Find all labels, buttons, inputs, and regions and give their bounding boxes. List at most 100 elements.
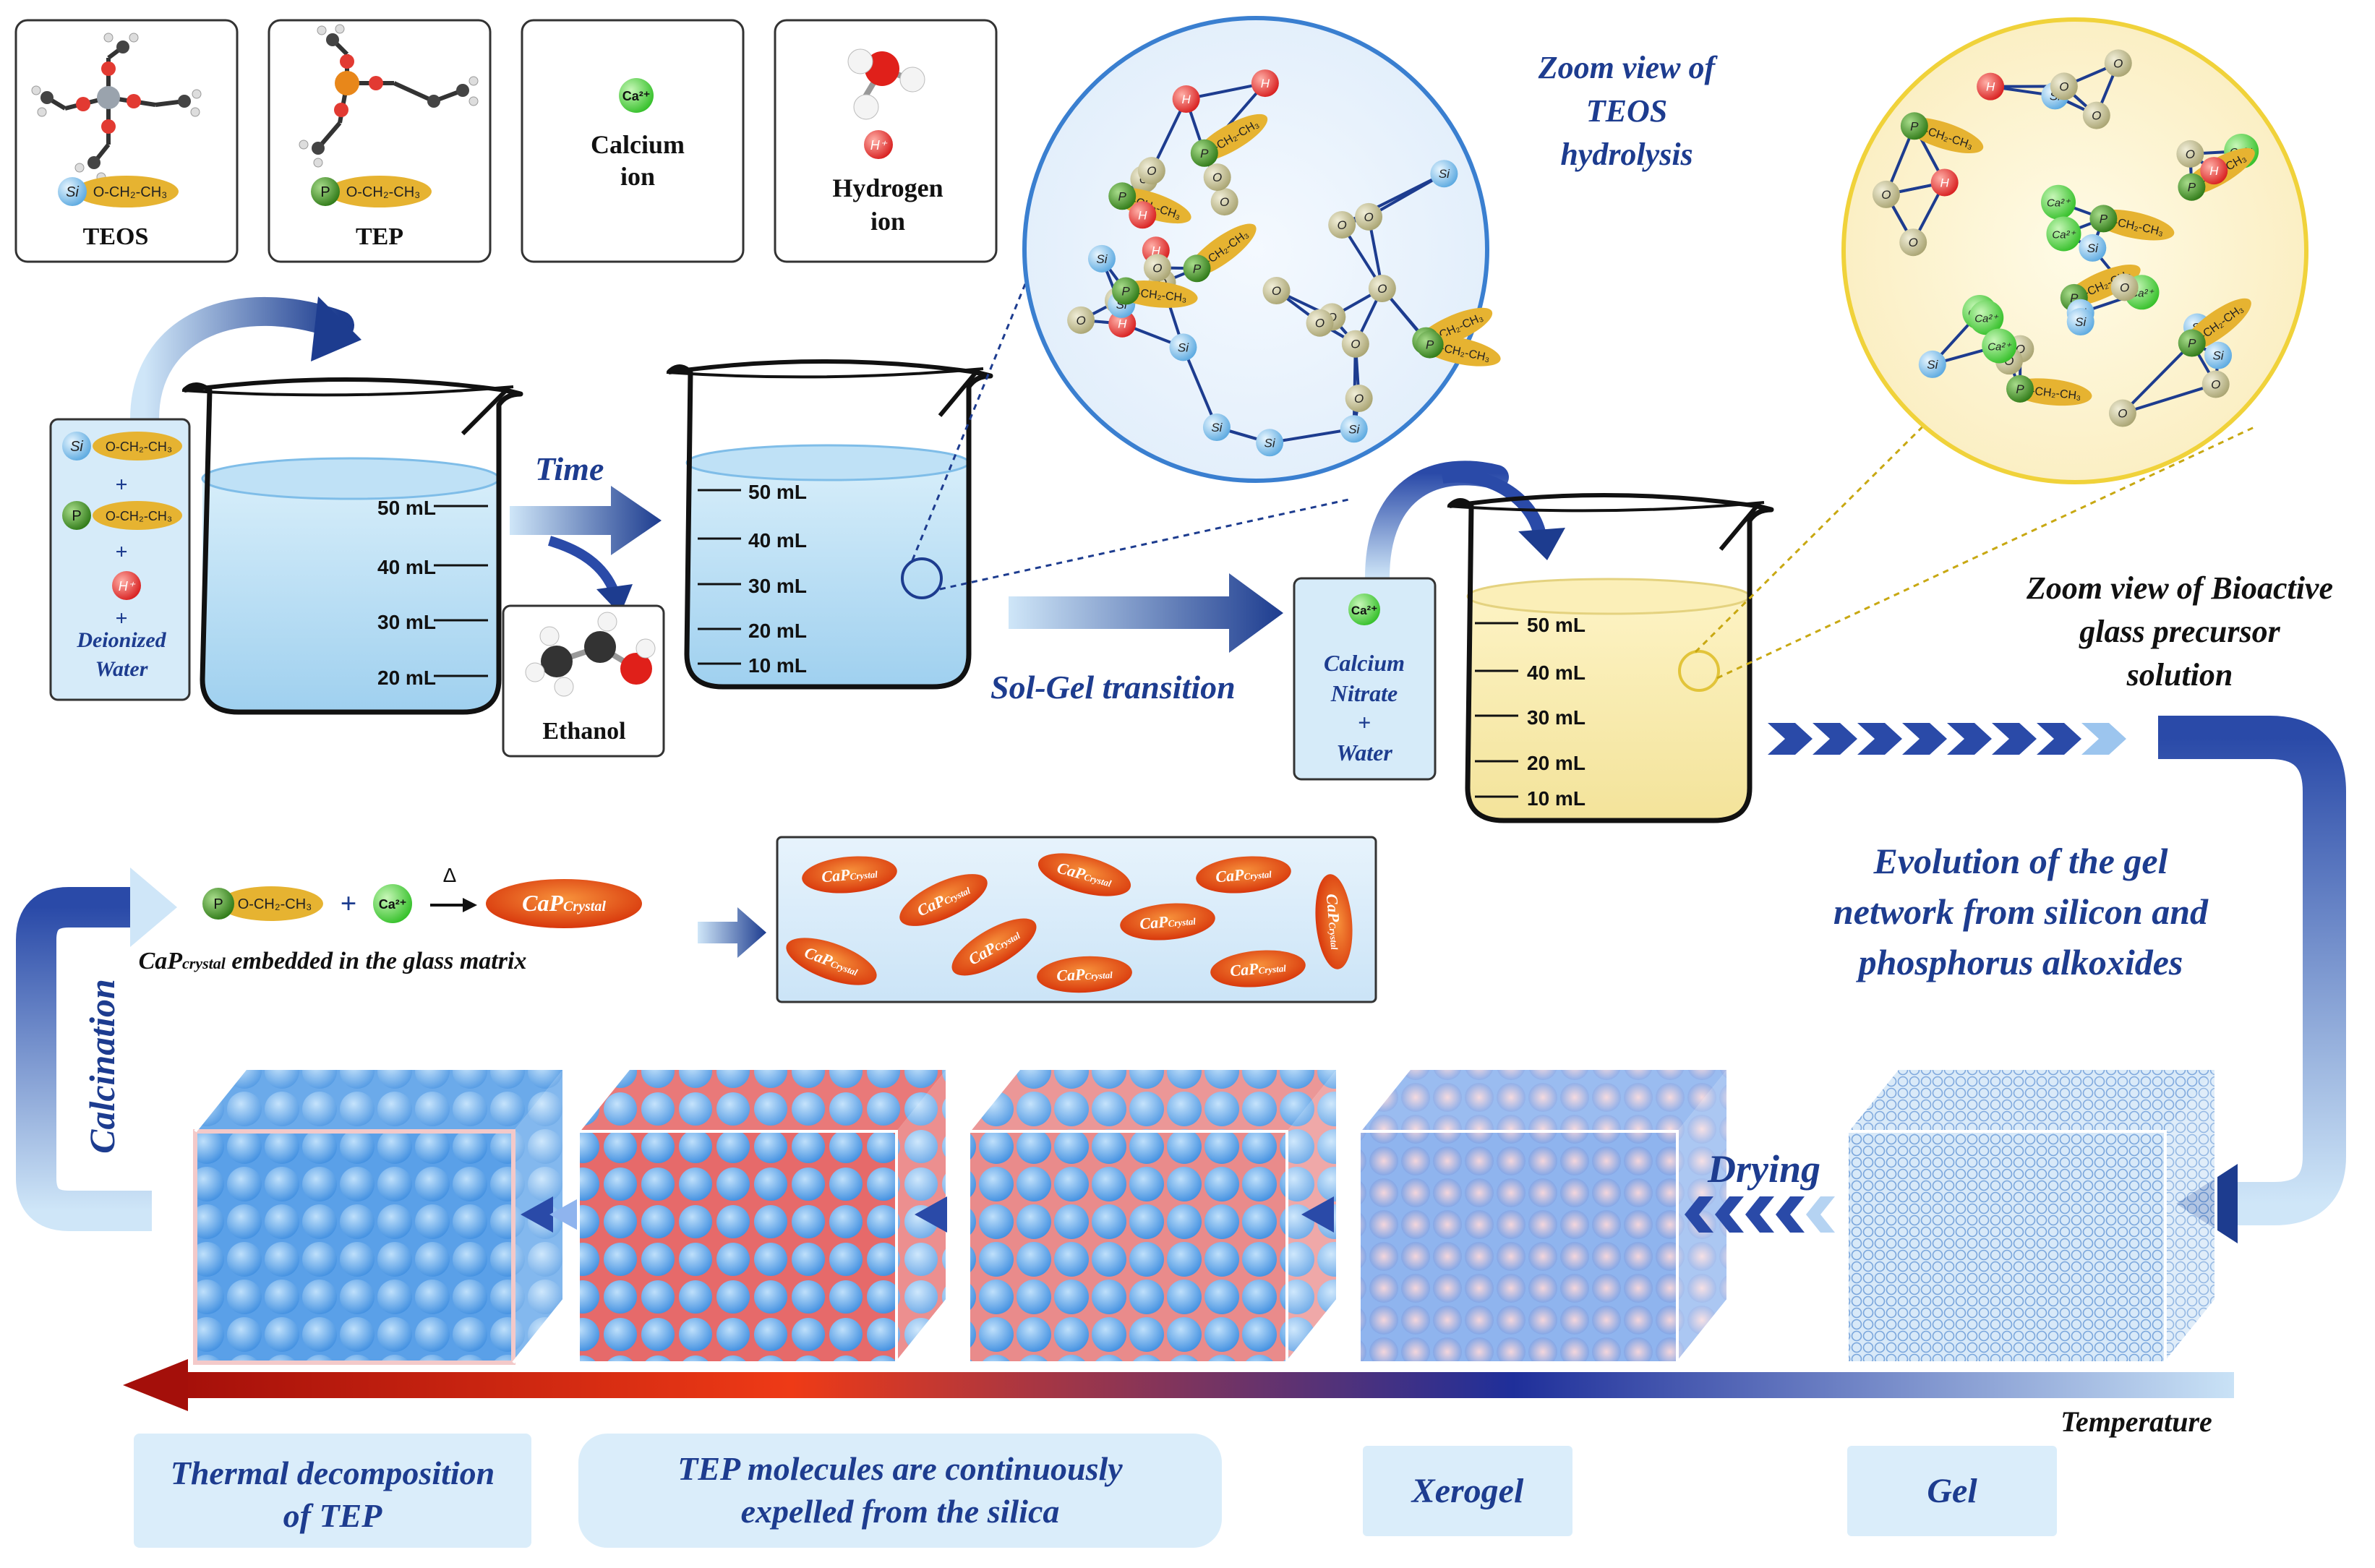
legend-hydrogen-box: H⁺ Hydrogen ion xyxy=(774,19,998,263)
o-atom-label: O xyxy=(1909,236,1918,249)
chevron-left-icon xyxy=(1806,1196,1835,1233)
p-atom-label: P xyxy=(2016,382,2024,396)
teos-label: TEOS xyxy=(83,223,149,250)
si-atom-icon xyxy=(2204,341,2233,369)
si-atom-icon xyxy=(1256,429,1284,457)
o-atom-icon xyxy=(1341,330,1369,358)
h-atom-label: H xyxy=(1138,208,1147,222)
h-atom-icon xyxy=(1172,85,1200,113)
chevron-icon xyxy=(1857,723,1902,755)
calcium-box-line3: Water xyxy=(1336,740,1392,766)
calcination-label: Calcination xyxy=(82,979,122,1154)
beaker2-mark-50: 50 mL xyxy=(748,481,807,503)
o-atom-icon xyxy=(2082,101,2110,129)
reagents-box: Si O-CH₂-CH₃ + P O-CH₂-CH₃ + H⁺ + Deioni… xyxy=(49,296,361,701)
zoom1-label-3: hydrolysis xyxy=(1560,137,1693,172)
o-atom-label: O xyxy=(1364,210,1373,224)
calcium-box-symbol: Ca²⁺ xyxy=(1351,604,1377,617)
reaction-product: CaPCrystal xyxy=(522,890,606,916)
cap-crystal: CaPCrystal xyxy=(1037,853,1131,896)
h-atom-label: H xyxy=(1986,80,1995,94)
ca-atom-icon xyxy=(1969,300,2004,335)
o-atom-label: O xyxy=(1076,314,1085,327)
si-atom-label: Si xyxy=(1096,252,1108,266)
cap-crystal: CaPCrystal xyxy=(1037,956,1132,993)
o-atom-icon xyxy=(1262,277,1291,305)
h-atom-icon xyxy=(1930,168,1959,197)
p-atom-icon xyxy=(1112,277,1140,305)
stage-label-thermal: Thermal decomposition of TEP xyxy=(134,1434,531,1548)
hydrogen-label-1: Hydrogen xyxy=(832,173,943,202)
o-atom-icon xyxy=(1368,274,1396,302)
calcium-box-line2: Nitrate xyxy=(1330,680,1398,706)
beaker-3: 50 mL 40 mL 30 mL 20 mL 10 mL xyxy=(1447,493,1774,823)
p-atom-label: P xyxy=(1910,119,1919,133)
svg-text:CaPCrystal: CaPCrystal xyxy=(1323,893,1346,951)
chevron-left-icon xyxy=(1745,1196,1774,1233)
p-atom-icon xyxy=(1900,112,1928,140)
svg-text:CaPCrystal: CaPCrystal xyxy=(1139,910,1197,933)
cap-crystal: CaPCrystal xyxy=(1196,856,1291,894)
o-atom-label: O xyxy=(2186,147,2195,161)
si-atom-label: Si xyxy=(1927,358,1938,372)
hydrogen-symbol: H⁺ xyxy=(870,138,888,153)
p-atom-label: P xyxy=(2188,181,2196,194)
si-atom-label: Si xyxy=(2087,241,2099,255)
stage-arrow-2 xyxy=(915,1196,947,1233)
reaction-heat-symbol: Δ xyxy=(443,864,457,886)
o-atom-label: O xyxy=(1881,188,1891,202)
p-atom-label: P xyxy=(1118,189,1127,203)
teos-chain-label: O-CH₂-CH₃ xyxy=(93,184,168,200)
reagent-deionized: Deionized xyxy=(76,628,166,652)
time-label: Time xyxy=(535,450,604,487)
p-atom-label: P xyxy=(1121,285,1130,299)
beaker2-mark-30: 30 mL xyxy=(748,575,807,597)
beaker1-mark-30: 30 mL xyxy=(377,611,436,633)
tep-p-symbol: P xyxy=(320,184,330,200)
beaker2-mark-20: 20 mL xyxy=(748,620,807,642)
cap-crystal: CaPCrystal xyxy=(802,856,897,894)
thermal-label-2: of TEP xyxy=(283,1497,383,1534)
h-atom-label: H xyxy=(2209,164,2219,178)
p-atom-label: P xyxy=(1200,147,1209,160)
p-atom-icon xyxy=(2178,173,2206,201)
reagent-water: Water xyxy=(95,657,148,681)
si-atom-label: Si xyxy=(1264,436,1276,450)
ethanol-label: Ethanol xyxy=(542,718,625,745)
time-arrow: Time xyxy=(510,450,662,614)
temperature-arrow: Temperature xyxy=(123,1359,2234,1438)
o-atom-label: O xyxy=(2211,378,2220,392)
reaction-p-symbol: P xyxy=(213,896,223,912)
evolution-label-2: network from silicon and xyxy=(1833,891,2209,932)
crystal-arrow xyxy=(698,907,766,958)
si-atom-label: Si xyxy=(2212,349,2224,363)
teos-si-symbol: Si xyxy=(66,184,79,200)
si-atom-icon xyxy=(2066,308,2094,336)
chevron-icon xyxy=(1902,723,1947,755)
si-atom-icon xyxy=(2079,234,2107,262)
o-atom-icon xyxy=(1345,384,1373,412)
o-atom-icon xyxy=(1306,309,1334,337)
tep-chain-label: O-CH₂-CH₃ xyxy=(346,184,421,200)
beaker3-mark-20: 20 mL xyxy=(1527,752,1586,774)
ethanol-box: Ethanol xyxy=(502,604,665,758)
zoom1-label-1: Zoom view of xyxy=(1538,50,1719,85)
p-atom-label: P xyxy=(1426,338,1434,352)
cap-crystal: CaPCrystal xyxy=(1210,950,1306,988)
tep-stage-label-2: expelled from the silica xyxy=(741,1493,1060,1530)
o-atom-icon xyxy=(1355,202,1383,231)
o-atom-icon xyxy=(1203,163,1231,192)
ca-atom-label: Ca²⁺ xyxy=(1987,340,2011,353)
svg-text:CaPCrystal: CaPCrystal xyxy=(821,863,878,886)
o-atom-label: O xyxy=(1220,195,1229,209)
o-atom-label: O xyxy=(1338,218,1347,232)
p-atom-label: P xyxy=(2100,212,2108,226)
reagent-plus-3: + xyxy=(115,607,127,630)
o-atom-label: O xyxy=(2120,280,2129,294)
o-atom-icon xyxy=(2201,370,2230,398)
zoom2-label-3: solution xyxy=(2126,657,2233,693)
o-atom-label: O xyxy=(1354,392,1364,406)
thermal-label-1: Thermal decomposition xyxy=(171,1455,495,1491)
o-atom-icon xyxy=(1872,180,1900,208)
zoom-circle-bioactive: SiOOO-CH₂-CH₃PCa²⁺OSiCa²⁺OO-CH₂-CH₃PCa²⁺… xyxy=(1841,17,2333,693)
